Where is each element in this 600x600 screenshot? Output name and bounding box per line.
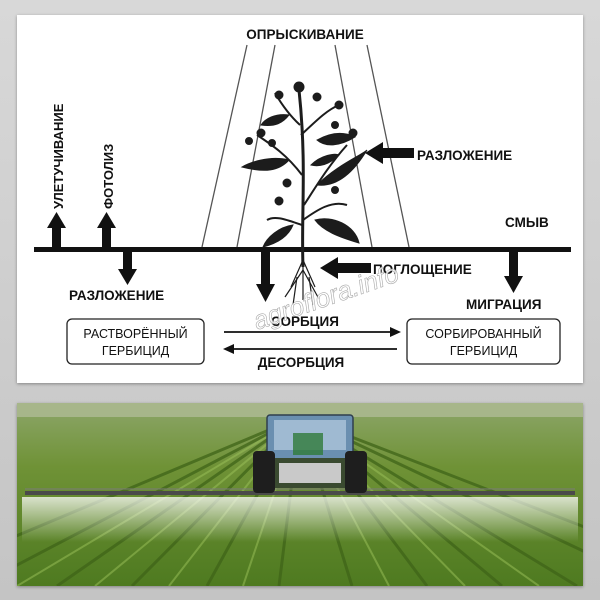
sorbed-box-line2: ГЕРБИЦИД xyxy=(450,344,518,358)
sorption-arrow xyxy=(256,252,275,302)
sprayer-boom xyxy=(25,491,575,495)
decomposition-plant-arrow xyxy=(365,142,414,164)
sorption-label: СОРБЦИЯ xyxy=(271,314,339,329)
plant-icon xyxy=(240,81,368,306)
herbicide-fate-diagram: ОПРЫСКИВАНИЕ УЛЕТУЧИВАНИЕ ФОТОЛИЗ РАЗЛОЖ… xyxy=(17,15,583,383)
horizon xyxy=(17,403,583,417)
photolysis-label: ФОТОЛИЗ xyxy=(101,144,116,209)
uptake-label: ПОГЛОЩЕНИЕ xyxy=(373,262,472,277)
dissolved-box-line2: ГЕРБИЦИД xyxy=(102,344,170,358)
desorption-label: ДЕСОРБЦИЯ xyxy=(258,355,345,370)
dissolved-box-line1: РАСТВОРЁННЫЙ xyxy=(83,326,187,341)
runoff-label: СМЫВ xyxy=(505,215,549,230)
spray-mist xyxy=(22,497,578,542)
photolysis-arrow xyxy=(97,212,116,248)
migration-label: МИГРАЦИЯ xyxy=(466,297,541,312)
decomposition-plant-label: РАЗЛОЖЕНИЕ xyxy=(417,148,512,163)
volatilization-arrow xyxy=(47,212,66,248)
uptake-arrow xyxy=(320,257,371,279)
desorption-horizontal-arrow xyxy=(223,344,397,354)
volatilization-label: УЛЕТУЧИВАНИЕ xyxy=(51,103,66,209)
sorbed-box-line1: СОРБИРОВАННЫЙ xyxy=(425,326,541,341)
sorption-horizontal-arrow xyxy=(224,327,401,337)
photo-canvas xyxy=(17,403,583,586)
sorbed-herbicide-box: СОРБИРОВАННЫЙ ГЕРБИЦИД xyxy=(406,318,561,365)
spray-lines xyxy=(201,44,410,248)
decomposition-soil-arrow xyxy=(118,252,137,285)
spraying-label: ОПРЫСКИВАНИЕ xyxy=(246,27,363,42)
field-spraying-photo xyxy=(17,403,583,586)
migration-arrow xyxy=(504,252,523,293)
decomposition-soil-label: РАЗЛОЖЕНИЕ xyxy=(69,288,164,303)
diagram-canvas: ОПРЫСКИВАНИЕ УЛЕТУЧИВАНИЕ ФОТОЛИЗ РАЗЛОЖ… xyxy=(34,27,571,370)
dissolved-herbicide-box: РАСТВОРЁННЫЙ ГЕРБИЦИД xyxy=(66,318,205,365)
tractor-icon xyxy=(253,414,367,493)
